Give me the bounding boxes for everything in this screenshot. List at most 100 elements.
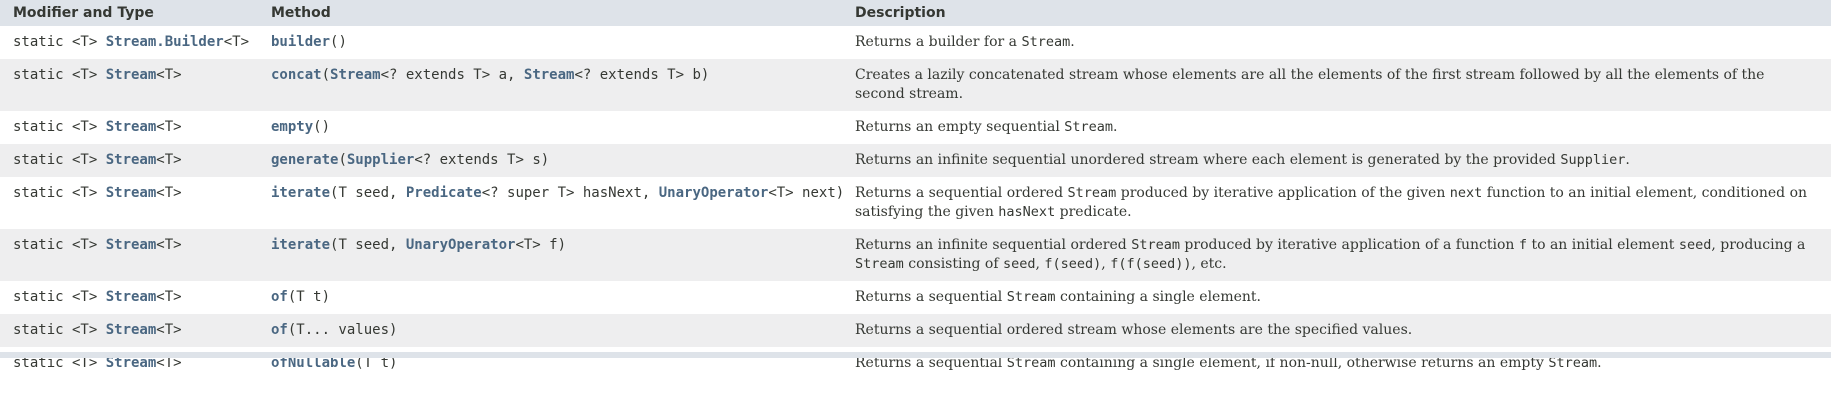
type-link[interactable]: Stream: [523, 67, 575, 83]
method-name-link[interactable]: empty: [271, 119, 314, 135]
modifier-text: static <T>: [13, 152, 106, 168]
type-parameter-text: <T>: [156, 289, 182, 305]
signature-text: (: [338, 152, 347, 168]
method-name-link[interactable]: of: [271, 322, 288, 338]
modifier-and-type-cell: static <T> Stream<T>: [0, 144, 258, 177]
description-text: Returns a sequential: [855, 355, 1007, 371]
type-parameter-text: <T>: [223, 34, 250, 50]
type-parameter-text: <T>: [156, 322, 182, 338]
return-type-link[interactable]: Stream: [105, 185, 157, 201]
header-row: Modifier and Type Method Description: [0, 0, 1831, 26]
modifier-text: static <T>: [13, 67, 106, 83]
table-bottom-border: [0, 352, 1831, 358]
method-signature-cell: of(T... values): [258, 314, 842, 347]
modifier-text: static <T>: [13, 289, 106, 305]
modifier-text: static <T>: [13, 185, 106, 201]
method-signature-cell: empty(): [258, 111, 842, 144]
description-cell: Returns a sequential ordered Stream prod…: [842, 177, 1831, 229]
description-text: produced by iterative application of a f…: [1179, 237, 1519, 253]
table-row: static <T> Stream<T> iterate(T seed, Pred…: [0, 177, 1831, 229]
description-text: function to an initial element, conditio…: [855, 185, 1808, 220]
description-cell: Returns a sequential ordered stream whos…: [842, 314, 1831, 347]
description-text: ,: [1035, 256, 1045, 272]
modifier-and-type-cell: static <T> Stream<T>: [0, 177, 258, 229]
method-name-link[interactable]: iterate: [271, 185, 331, 201]
return-type-link[interactable]: Stream: [105, 289, 157, 305]
signature-text: (: [321, 67, 331, 83]
modifier-and-type-cell: static <T> Stream<T>: [0, 111, 258, 144]
table-row: static <T> Stream<T>iterate(T seed, Unar…: [0, 229, 1831, 281]
method-summary-table: Modifier and Type Method Description sta…: [0, 0, 1831, 380]
code-text: Stream: [1006, 355, 1056, 371]
signature-text: (T... values): [287, 322, 398, 338]
modifier-text: static <T>: [13, 355, 106, 371]
signature-text: <T> f): [515, 237, 567, 253]
signature-text: <? extends T> a,: [380, 67, 524, 83]
method-name-link[interactable]: ofNullable: [271, 355, 356, 371]
description-text: containing a single element, if non-null…: [1055, 355, 1549, 371]
modifier-and-type-cell: static <T> Stream<T>: [0, 59, 258, 111]
return-type-link[interactable]: Stream: [105, 322, 157, 338]
code-text: next: [1449, 185, 1483, 201]
method-signature-cell: concat(Stream<? extends T> a, Stream<? e…: [258, 59, 842, 111]
type-link[interactable]: Stream: [330, 67, 381, 83]
code-text: Stream: [1021, 34, 1071, 50]
description-text: Returns a builder for a: [855, 34, 1022, 50]
description-text: Returns a sequential: [855, 289, 1007, 305]
method-name-link[interactable]: of: [271, 289, 288, 305]
modifier-and-type-cell: static <T> Stream<T>: [0, 229, 258, 281]
description-text: consisting of: [903, 256, 1003, 272]
method-name-link[interactable]: builder: [271, 34, 331, 50]
modifier-text: static <T>: [13, 119, 106, 135]
code-text: seed: [1678, 237, 1712, 253]
description-text: Creates a lazily concatenated stream who…: [855, 67, 1765, 102]
description-text: , producing a: [1711, 237, 1806, 253]
return-type-link[interactable]: Stream: [105, 119, 157, 135]
code-text: hasNext: [998, 204, 1056, 220]
type-link[interactable]: UnaryOperator: [405, 237, 516, 253]
table-row: static <T> Stream<T>generate(Supplier<? …: [0, 144, 1831, 177]
type-parameter-text: <T>: [156, 185, 182, 201]
modifier-text: static <T>: [13, 237, 106, 253]
return-type-link[interactable]: Stream: [105, 152, 157, 168]
type-parameter-text: <T>: [156, 355, 182, 371]
header-method[interactable]: Method: [258, 0, 842, 26]
description-text: Returns an empty sequential: [855, 119, 1065, 135]
header-modifier-and-type[interactable]: Modifier and Type: [0, 0, 258, 26]
method-signature-cell: generate(Supplier<? extends T> s): [258, 144, 842, 177]
type-link[interactable]: Supplier: [346, 152, 415, 168]
modifier-text: static <T>: [13, 322, 106, 338]
description-text: Returns an infinite sequential unordered…: [855, 152, 1561, 168]
return-type-link[interactable]: Stream: [105, 355, 157, 371]
type-link[interactable]: UnaryOperator: [658, 185, 769, 201]
return-type-link[interactable]: Stream: [105, 67, 157, 83]
table-row: static <T> Stream<T>of(T t)Returns a seq…: [0, 281, 1831, 314]
table-body: static <T> Stream.Builder<T>builder()Ret…: [0, 26, 1831, 380]
return-type-link[interactable]: Stream: [105, 237, 157, 253]
signature-text: (): [313, 119, 331, 135]
header-description[interactable]: Description: [842, 0, 1831, 26]
signature-text: (T seed,: [330, 237, 406, 253]
type-parameter-text: <T>: [156, 237, 182, 253]
type-link[interactable]: Predicate: [405, 185, 482, 201]
signature-text: <? super T> hasNext,: [481, 185, 659, 201]
code-text: f(f(seed)): [1110, 256, 1192, 272]
code-text: f(seed): [1044, 256, 1102, 272]
return-type-link[interactable]: Stream.Builder: [105, 34, 224, 50]
code-text: Supplier: [1560, 152, 1626, 168]
method-signature-cell: iterate(T seed, UnaryOperator<T> f): [258, 229, 842, 281]
table-row: static <T> Stream<T>empty()Returns an em…: [0, 111, 1831, 144]
method-name-link[interactable]: iterate: [271, 237, 331, 253]
description-text: to an initial element: [1527, 237, 1679, 253]
description-cell: Returns an infinite sequential unordered…: [842, 144, 1831, 177]
code-text: Stream: [855, 256, 904, 272]
signature-text: <T> next): [768, 185, 845, 201]
description-cell: Creates a lazily concatenated stream who…: [842, 59, 1831, 111]
code-text: seed: [1002, 256, 1036, 272]
method-name-link[interactable]: generate: [271, 152, 339, 168]
signature-text: (T seed,: [330, 185, 406, 201]
code-text: f: [1518, 237, 1527, 253]
modifier-text: static <T>: [13, 34, 106, 50]
method-name-link[interactable]: concat: [271, 67, 322, 83]
signature-text: <? extends T> b): [574, 67, 710, 83]
